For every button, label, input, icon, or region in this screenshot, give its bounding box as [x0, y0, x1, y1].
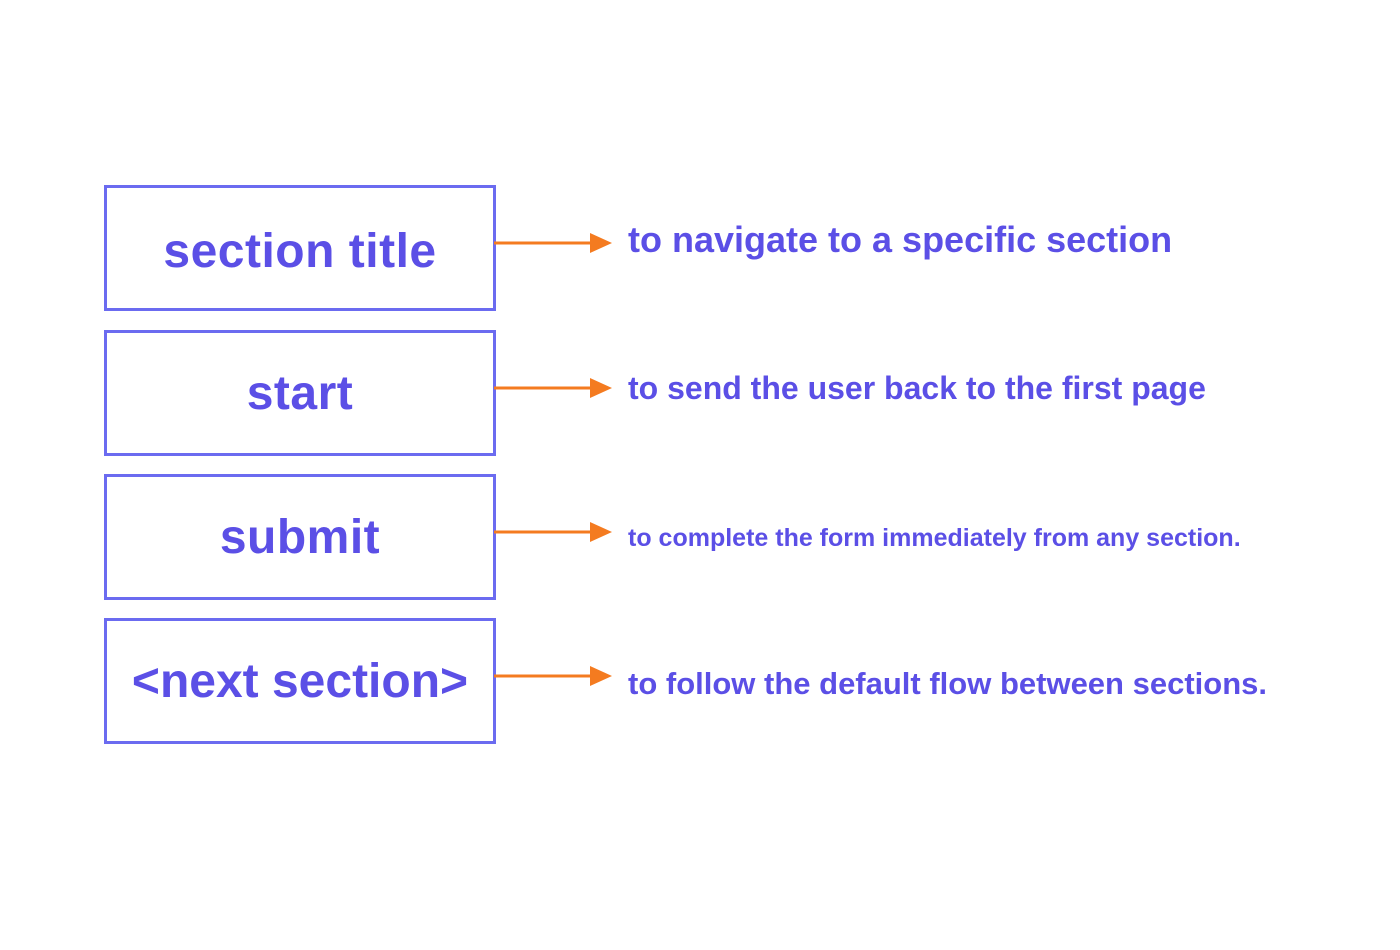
option-label: <next section>: [131, 654, 469, 708]
option-description: to complete the form immediately from an…: [628, 524, 1241, 552]
option-label: section title: [163, 224, 437, 278]
option-row-submit: submit to complete the form immediately …: [0, 474, 1400, 600]
right-arrow-icon: [494, 522, 612, 542]
right-arrow-icon: [494, 233, 612, 253]
option-description: to navigate to a specific section: [628, 219, 1173, 260]
option-box-next-section: <next section>: [104, 618, 496, 744]
right-arrow-icon: [494, 666, 612, 686]
option-label: start: [246, 366, 354, 420]
right-arrow-icon: [494, 378, 612, 398]
option-label: submit: [219, 510, 381, 564]
option-box-section-title: section title: [104, 185, 496, 311]
option-row-next-section: <next section> to follow the default flo…: [0, 618, 1400, 744]
option-box-start: start: [104, 330, 496, 456]
option-description: to send the user back to the first page: [628, 370, 1206, 406]
option-description: to follow the default flow between secti…: [628, 666, 1267, 701]
option-row-start: start to send the user back to the first…: [0, 330, 1400, 456]
option-row-section-title: section title to navigate to a specific …: [0, 185, 1400, 311]
option-box-submit: submit: [104, 474, 496, 600]
